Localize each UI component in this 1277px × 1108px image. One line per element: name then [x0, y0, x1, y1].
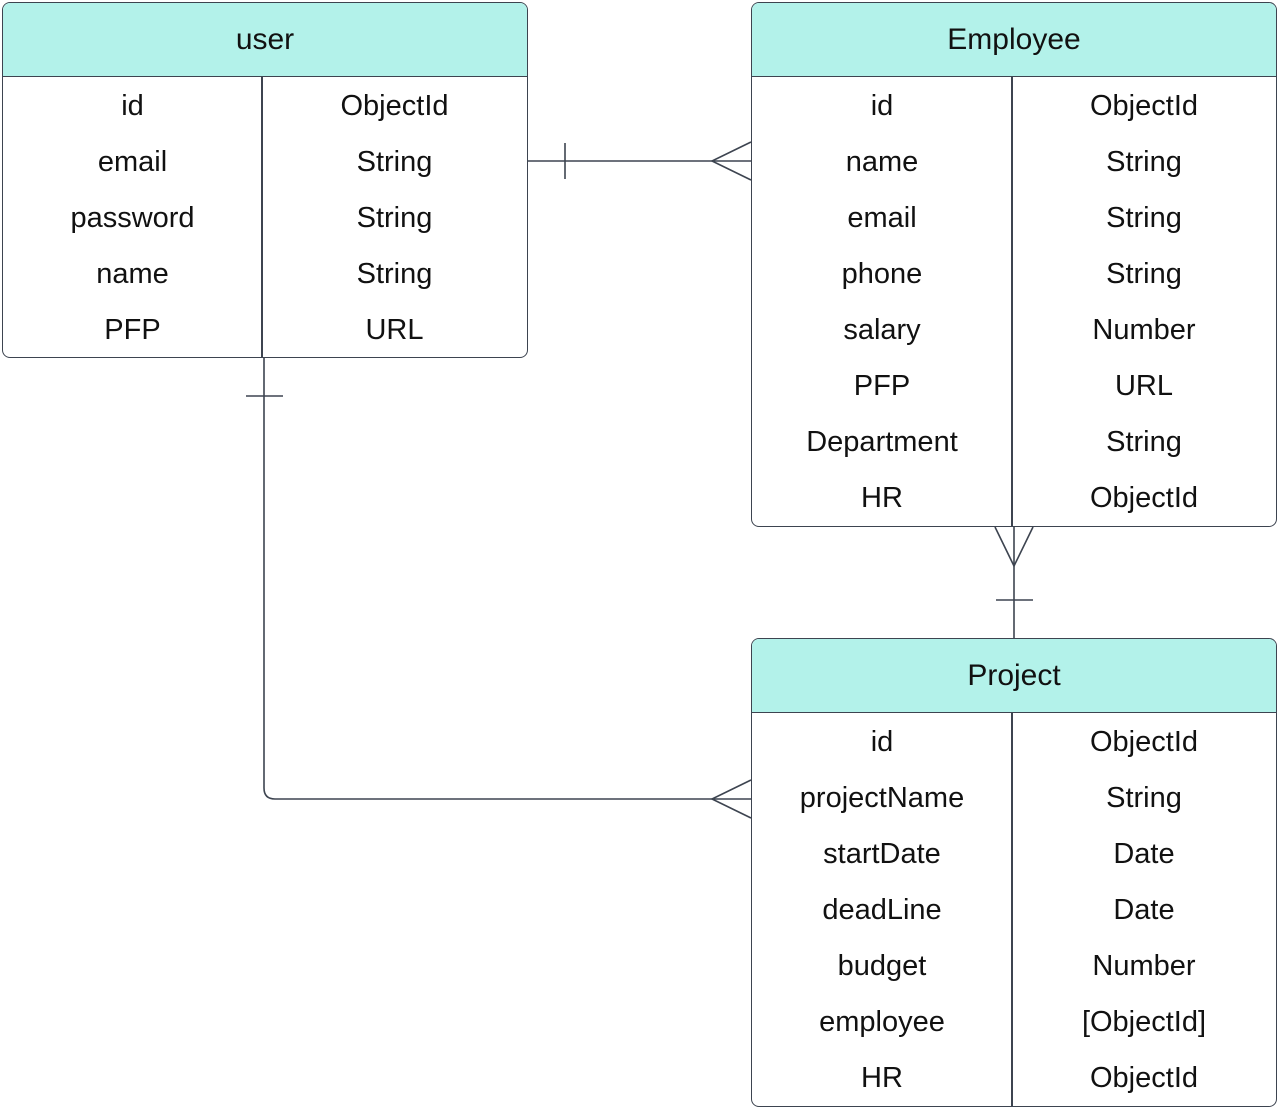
field-row: projectName String — [752, 770, 1276, 826]
many-marker — [994, 526, 1034, 568]
field-name: PFP — [853, 369, 911, 402]
field-row: PFP URL — [3, 302, 527, 357]
field-name: projectName — [799, 781, 965, 814]
field-type: URL — [1114, 369, 1173, 402]
field-row: HR ObjectId — [752, 1050, 1276, 1106]
many-marker — [710, 141, 752, 181]
field-name: id — [121, 89, 144, 122]
field-type: String — [1106, 145, 1182, 178]
column-divider — [1011, 77, 1013, 526]
field-row: HR ObjectId — [752, 470, 1276, 526]
field-type: String — [1106, 257, 1182, 290]
field-name: password — [70, 201, 195, 234]
field-type: ObjectId — [340, 89, 449, 122]
field-type: String — [356, 145, 433, 178]
field-type: String — [1106, 201, 1182, 234]
field-row: id ObjectId — [752, 78, 1276, 134]
field-row: email String — [752, 190, 1276, 246]
field-row: Department String — [752, 414, 1276, 470]
field-name: PFP — [104, 313, 161, 346]
relationship-user-employee — [528, 141, 752, 181]
field-name: id — [870, 725, 894, 758]
field-type: ObjectId — [1090, 89, 1198, 122]
field-type: URL — [365, 313, 424, 346]
field-name: phone — [841, 257, 923, 290]
field-name: salary — [843, 313, 921, 346]
field-name: id — [870, 89, 894, 122]
field-type: Date — [1113, 837, 1175, 870]
field-name: email — [97, 145, 168, 178]
field-name: name — [96, 257, 169, 290]
field-name: employee — [819, 1005, 945, 1038]
column-divider — [261, 77, 263, 357]
field-row: password String — [3, 190, 527, 246]
field-name: deadLine — [822, 893, 942, 926]
field-row: deadLine Date — [752, 882, 1276, 938]
field-row: employee [ObjectId] — [752, 994, 1276, 1050]
field-type: Number — [1092, 949, 1196, 982]
field-name: email — [847, 201, 917, 234]
field-type: ObjectId — [1090, 481, 1198, 514]
field-row: phone String — [752, 246, 1276, 302]
field-name: HR — [861, 1061, 903, 1094]
field-row: email String — [3, 134, 527, 190]
relationship-user-project — [246, 358, 752, 819]
field-row: startDate Date — [752, 826, 1276, 882]
field-type: Date — [1113, 893, 1175, 926]
field-type: String — [1106, 781, 1182, 814]
field-name: Department — [806, 425, 958, 458]
field-row: name String — [3, 246, 527, 302]
field-type: ObjectId — [1090, 1061, 1198, 1094]
field-row: salary Number — [752, 302, 1276, 358]
field-row: name String — [752, 134, 1276, 190]
column-divider — [1011, 713, 1013, 1106]
entity-title: Employee — [752, 3, 1276, 77]
field-name: HR — [861, 481, 903, 514]
field-row: id ObjectId — [3, 78, 527, 134]
field-type: String — [1106, 425, 1182, 458]
field-type: ObjectId — [1090, 725, 1198, 758]
field-type: Number — [1092, 313, 1196, 346]
field-row: budget Number — [752, 938, 1276, 994]
entity-title: Project — [752, 639, 1276, 713]
field-row: PFP URL — [752, 358, 1276, 414]
field-type: String — [356, 257, 433, 290]
many-marker — [710, 779, 752, 819]
field-name: budget — [837, 949, 927, 982]
field-type: String — [356, 201, 433, 234]
field-row: id ObjectId — [752, 714, 1276, 770]
relationship-project-employee — [994, 526, 1034, 638]
field-type: [ObjectId] — [1081, 1005, 1207, 1038]
field-name: name — [845, 145, 919, 178]
entity-title: user — [3, 3, 527, 77]
connector-line — [263, 358, 751, 800]
field-name: startDate — [823, 837, 941, 870]
